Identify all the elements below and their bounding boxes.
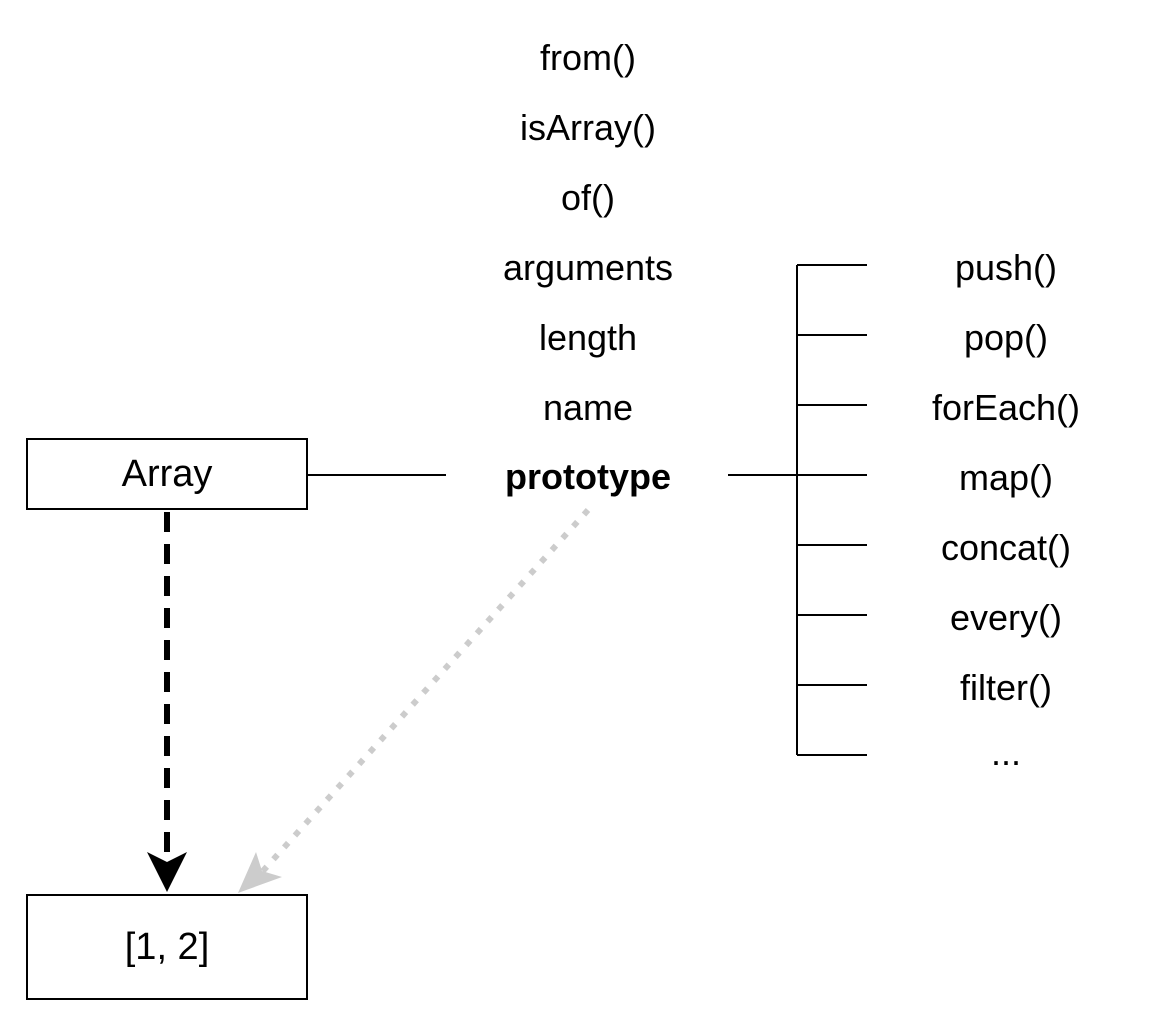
static-member-label: arguments xyxy=(502,247,674,288)
array-instance-label: [1, 2] xyxy=(124,926,210,968)
array-instance-box: [1, 2] xyxy=(26,894,308,1000)
static-member-label: name xyxy=(542,387,634,428)
prototype-method-label: filter() xyxy=(960,667,1052,708)
array-constructor-label: Array xyxy=(121,453,213,495)
prototype-label: prototype xyxy=(505,456,671,497)
array-constructor-box: Array xyxy=(26,438,308,510)
prototype-method-label: push() xyxy=(954,247,1058,288)
static-member-label: length xyxy=(538,317,638,358)
prototype-method-label: concat() xyxy=(940,527,1072,568)
prototype-method-label: ... xyxy=(990,732,1022,773)
prototype-to-instance-arrowhead xyxy=(238,852,282,893)
array-to-instance-arrowhead xyxy=(147,852,187,892)
static-member-label: of() xyxy=(561,177,615,218)
prototype-method-label: map() xyxy=(958,457,1054,498)
static-member-label: isArray() xyxy=(520,107,656,148)
static-member-label: from() xyxy=(540,37,636,78)
prototype-to-instance-link xyxy=(259,507,591,875)
prototype-method-label: every() xyxy=(949,597,1063,638)
prototype-method-label: forEach() xyxy=(931,387,1081,428)
prototype-method-label: pop() xyxy=(963,317,1049,358)
methods-bracket-ticks xyxy=(797,264,867,756)
